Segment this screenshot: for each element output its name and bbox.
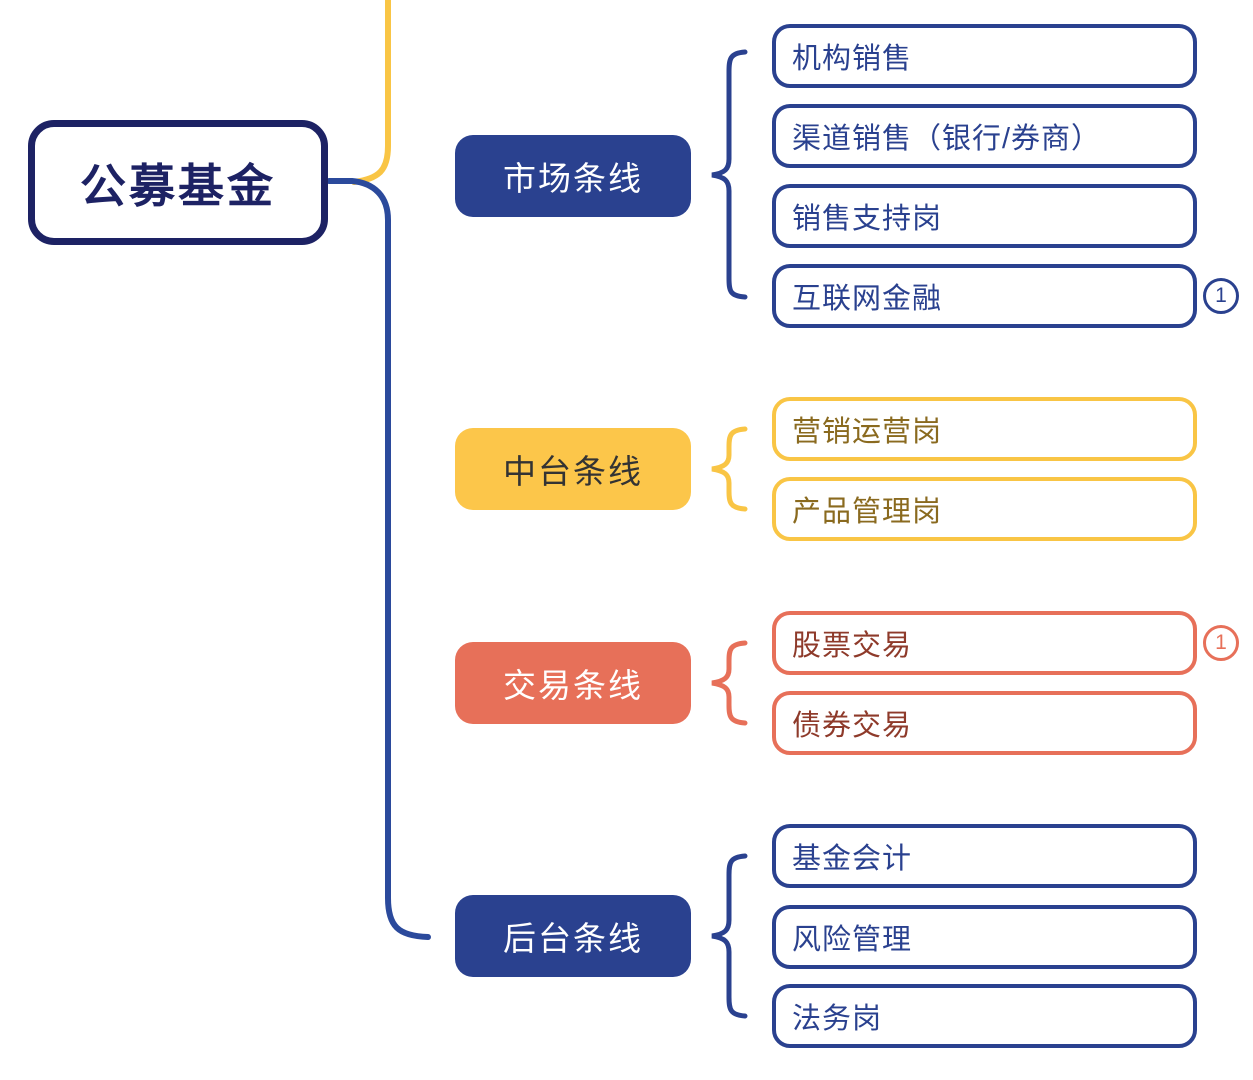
trading-brace	[711, 640, 748, 726]
child-node-risk-management[interactable]: 风险管理	[772, 905, 1197, 969]
child-node-marketing-ops[interactable]: 营销运营岗	[772, 397, 1197, 461]
root-node[interactable]: 公募基金	[28, 120, 328, 245]
market-brace	[711, 49, 748, 300]
branch-node-middle-office[interactable]: 中台条线	[455, 428, 691, 510]
branch-node-trading[interactable]: 交易条线	[455, 642, 691, 724]
backoffice-brace	[711, 853, 748, 1019]
branch-node-back-office[interactable]: 后台条线	[455, 895, 691, 977]
stock-trading-count-badge[interactable]: 1	[1203, 625, 1239, 661]
middle-brace	[711, 426, 748, 512]
child-node-bond-trading[interactable]: 债券交易	[772, 691, 1197, 755]
child-node-institutional-sales[interactable]: 机构销售	[772, 24, 1197, 88]
child-node-product-management[interactable]: 产品管理岗	[772, 477, 1197, 541]
child-node-fund-accounting[interactable]: 基金会计	[772, 824, 1197, 888]
child-node-legal[interactable]: 法务岗	[772, 984, 1197, 1048]
child-node-stock-trading[interactable]: 股票交易	[772, 611, 1197, 675]
branch-node-market[interactable]: 市场条线	[455, 135, 691, 217]
internet-finance-count-badge[interactable]: 1	[1203, 278, 1239, 314]
root-top-connector	[351, 0, 391, 185]
child-node-sales-support[interactable]: 销售支持岗	[772, 184, 1197, 248]
root-to-backoffice-connector	[326, 178, 431, 940]
child-node-internet-finance[interactable]: 互联网金融	[772, 264, 1197, 328]
child-node-channel-sales[interactable]: 渠道销售（银行/券商）	[772, 104, 1197, 168]
